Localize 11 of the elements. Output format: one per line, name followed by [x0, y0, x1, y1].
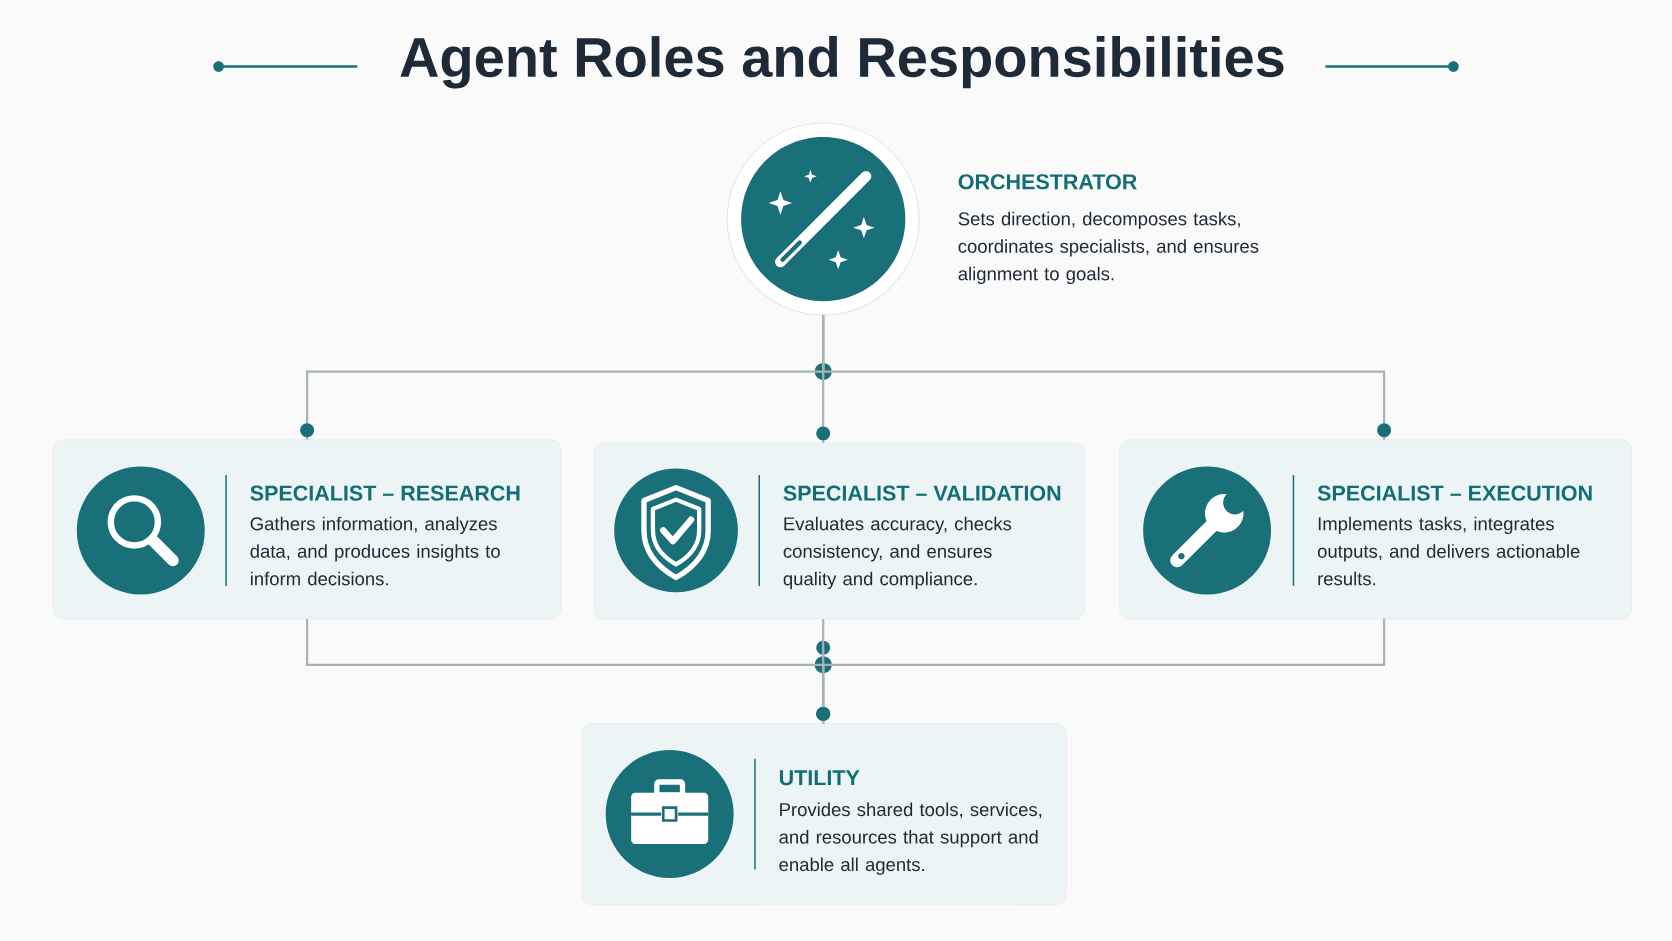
role-description: Gathers information, analyzes data, and produces insights to inform decisions.: [250, 516, 500, 586]
role-heading: SPECIALIST – VALIDATION: [783, 485, 1061, 501]
role-description: Provides shared tools, services, and resources that support and enable all agents.: [779, 802, 1042, 875]
role-description: Implements tasks, integrates outputs, and delivers actionable results.: [1317, 516, 1580, 586]
role-heading: SPECIALIST – RESEARCH: [250, 485, 520, 501]
role-description: Sets direction, decomposes tasks, coordinates specialists, and ensures alignment to goals.: [958, 211, 1259, 285]
role-description: Evaluates accuracy, checks consistency, and ensures quality and compliance.: [783, 516, 1012, 590]
role-heading: UTILITY: [779, 770, 860, 786]
title: Agent Roles and Responsibilities: [400, 36, 1284, 89]
role-heading: SPECIALIST – EXECUTION: [1317, 485, 1592, 501]
role-heading: ORCHESTRATOR: [958, 174, 1137, 190]
